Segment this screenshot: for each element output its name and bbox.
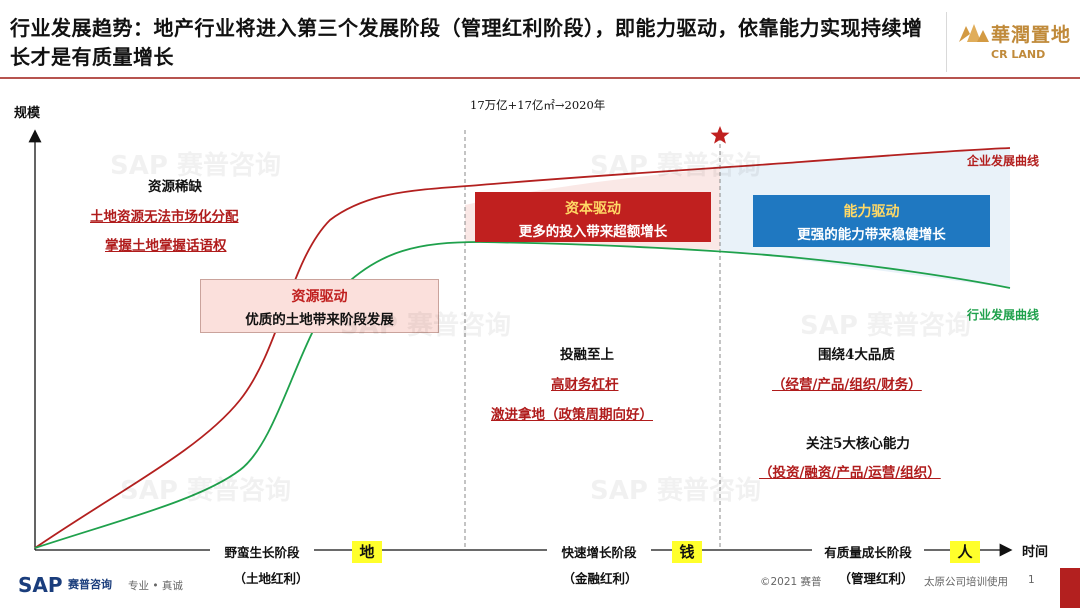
enterprise-curve	[34, 147, 1011, 549]
logo-mark-icon	[959, 24, 989, 42]
logo-text-cn: 華潤置地	[991, 24, 1072, 46]
page-number: 1	[1028, 574, 1035, 586]
capital-driven-box: 资本驱动 更多的投入带来超额增长	[475, 192, 711, 242]
resource-driven-box: 资源驱动 优质的土地带来阶段发展	[200, 279, 439, 333]
y-axis-label: 规模	[14, 106, 41, 121]
industry-curve	[34, 241, 1011, 549]
watermark: SAP 赛普咨询	[800, 311, 971, 341]
header-divider	[0, 77, 1080, 79]
footer-slogan: 专业 • 真诚	[128, 580, 183, 592]
phase1-label: 野蛮生长阶段	[210, 542, 314, 561]
capability-driven-title: 能力驱动	[843, 204, 900, 220]
resource-driven-sub: 优质的土地带来阶段发展	[245, 312, 394, 328]
phase1-badge: 地	[352, 541, 382, 563]
cr-land-logo: 華潤置地 CR LAND	[946, 12, 1072, 72]
capital-driven-sub: 更多的投入带来超额增长	[518, 224, 668, 240]
page-title: 行业发展趋势：地产行业将进入第三个发展阶段（管理红利阶段），即能力驱动，依靠能力…	[10, 16, 923, 69]
phase2-badge: 钱	[672, 541, 702, 563]
resource-driven-title: 资源驱动	[291, 289, 348, 305]
capability-driven-box: 能力驱动 更强的能力带来稳健增长	[753, 195, 990, 247]
stage1-heading: 资源稀缺	[148, 179, 202, 195]
footer-copyright: ©2021 赛普	[760, 576, 822, 588]
capital-driven-title: 资本驱动	[565, 201, 621, 217]
capability-driven-sub: 更强的能力带来稳健增长	[797, 227, 946, 243]
watermark: SAP 赛普咨询	[590, 151, 761, 181]
footer-brand-cn: 赛普咨询	[68, 578, 112, 591]
watermark: SAP 赛普咨询	[110, 151, 281, 181]
stage2-line1: 高财务杠杆	[551, 377, 619, 393]
x-axis-label: 时间	[1022, 545, 1049, 560]
stage1-line1: 土地资源无法市场化分配	[90, 209, 239, 225]
stage3-line1: （经营/产品/组织/财务）	[772, 377, 922, 393]
phase3-badge: 人	[950, 541, 980, 563]
corner-accent	[1060, 568, 1080, 608]
top-note: 17万亿+17亿㎡→2020年	[470, 98, 606, 112]
stage1-line2: 掌握土地掌握话语权	[105, 238, 227, 254]
footer-brand: SAP	[18, 573, 63, 597]
footer-note: 太原公司培训使用	[924, 576, 1008, 588]
watermark: SAP 赛普咨询	[120, 476, 291, 506]
phase3-dividend: （管理红利）	[838, 571, 914, 586]
watermark: SAP 赛普咨询	[340, 311, 511, 341]
star-icon	[710, 126, 730, 144]
watermark: SAP 赛普咨询	[590, 476, 761, 506]
enterprise-curve-label: 企业发展曲线	[967, 154, 1040, 168]
phase1-dividend: （土地红利）	[233, 571, 309, 586]
phase3-label: 有质量成长阶段	[812, 542, 924, 561]
logo-text-en: CR LAND	[991, 48, 1046, 61]
phase2-dividend: （金融红利）	[562, 571, 638, 586]
stage3-heading2: 关注5大核心能力	[806, 436, 910, 452]
stage2-line2: 激进拿地（政策周期向好）	[491, 407, 653, 423]
phase2-label: 快速增长阶段	[547, 542, 651, 561]
stage3-line2: （投资/融资/产品/运营/组织）	[759, 465, 941, 481]
industry-curve-label: 行业发展曲线	[967, 308, 1040, 322]
stage2-heading: 投融至上	[560, 347, 614, 363]
stage3-heading1: 围绕4大品质	[818, 347, 895, 363]
